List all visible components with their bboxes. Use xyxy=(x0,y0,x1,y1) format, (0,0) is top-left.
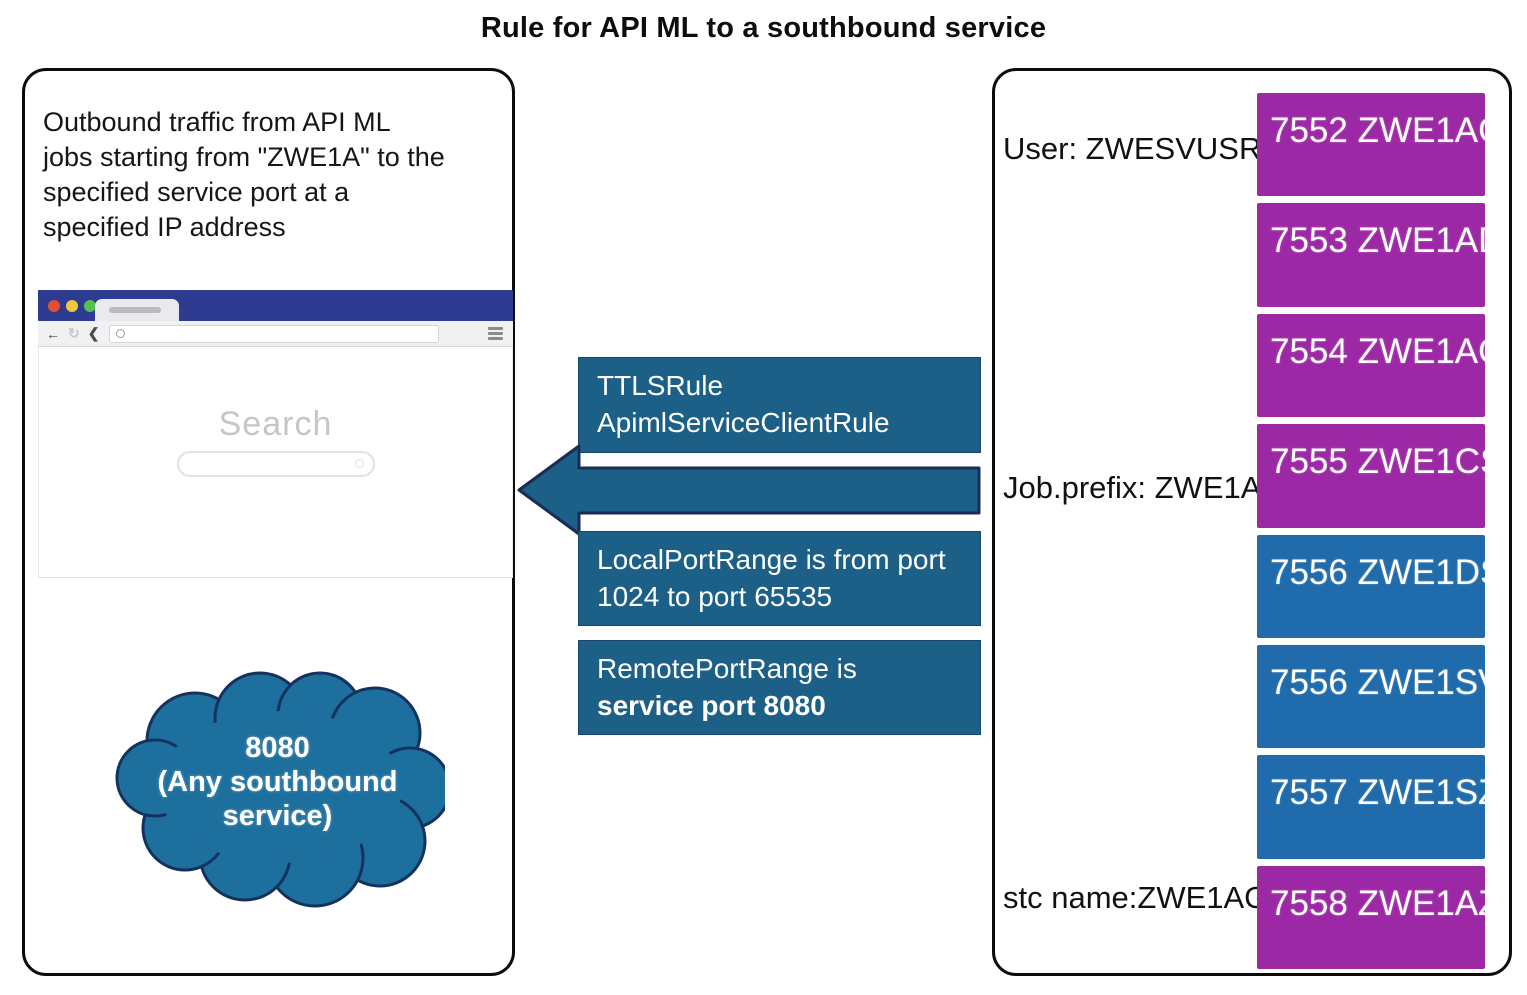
local-port-line: LocalPortRange is from port xyxy=(597,544,946,575)
search-icon xyxy=(116,329,126,338)
menu-icon[interactable] xyxy=(488,325,503,343)
outbound-traffic-description: Outbound traffic from API ML jobs starti… xyxy=(43,105,498,245)
reload-icon[interactable]: ❮ xyxy=(87,325,100,341)
user-label: User: ZWESVUSR xyxy=(1003,131,1262,166)
job-prefix-label: Job.prefix: ZWE1A xyxy=(1003,470,1262,505)
stc-name-label: stc name:ZWE1AG xyxy=(1003,880,1269,915)
search-page-title: Search xyxy=(218,405,333,443)
port-box: 7558 ZWE1AZ xyxy=(1257,865,1500,969)
port-box: 7557 ZWE1SZ xyxy=(1257,755,1500,859)
arrow-shape xyxy=(517,444,981,536)
remote-port-range-box: RemotePortRange is service port 8080 xyxy=(578,640,981,735)
back-icon[interactable]: ← xyxy=(46,325,60,342)
port-box: 7555 ZWE1CS xyxy=(1257,424,1503,528)
port-box: 7556 ZWE1SV xyxy=(1257,644,1502,749)
southbound-service-cloud: 8080 (Any southbound service) xyxy=(110,663,452,913)
description-line: Outbound traffic from API ML xyxy=(43,107,391,137)
cloud-shape xyxy=(115,671,452,908)
forward-icon[interactable]: ↻ xyxy=(68,325,80,341)
tab-title-placeholder xyxy=(109,307,161,313)
port-box: 7554 ZWE1AG xyxy=(1257,313,1505,418)
ttls-rule-box: TTLSRule ApimlServiceClientRule xyxy=(578,357,981,453)
port-box: 7553 ZWE1AD xyxy=(1257,203,1503,307)
apiml-rule-line: ApimlServiceClientRule xyxy=(597,407,890,438)
browser-tab[interactable] xyxy=(95,299,179,321)
cloud-service: (Any southbound service) xyxy=(157,766,398,832)
cloud-port: 8080 xyxy=(245,732,310,764)
left-panel: Outbound traffic from API ML jobs starti… xyxy=(22,68,515,976)
ttls-rule-line: TTLSRule xyxy=(597,370,724,401)
local-port-line2: 1024 to port 65535 xyxy=(597,581,833,612)
browser-mockup: ← ↻ ❮ Search xyxy=(38,290,513,578)
description-line: jobs starting from "ZWE1A" to the xyxy=(43,142,445,172)
remote-port-line: RemotePortRange is xyxy=(597,653,857,684)
magnifier-icon xyxy=(354,459,364,468)
browser-titlebar xyxy=(38,290,513,321)
description-line: specified service port at a xyxy=(43,177,350,207)
url-bar[interactable] xyxy=(109,324,440,343)
window-maximize-icon[interactable] xyxy=(84,300,96,312)
port-box: 7556 ZWE1DS xyxy=(1257,534,1503,638)
description-line: specified IP address xyxy=(43,212,286,242)
remote-port-line2: service port 8080 xyxy=(597,690,826,721)
browser-content: Search xyxy=(38,347,513,578)
cloud-label: 8080 (Any southbound service) xyxy=(110,731,445,833)
local-port-range-box: LocalPortRange is from port 1024 to port… xyxy=(578,531,981,626)
window-close-icon[interactable] xyxy=(48,300,60,312)
left-arrow xyxy=(515,441,982,539)
right-panel: User: ZWESVUSR Job.prefix: ZWE1A stc nam… xyxy=(992,68,1512,976)
page-title: Rule for API ML to a southbound service xyxy=(480,12,1047,44)
browser-toolbar: ← ↻ ❮ xyxy=(38,321,513,347)
search-input[interactable] xyxy=(176,451,375,477)
port-box: 7552 ZWE1AC xyxy=(1257,93,1503,197)
window-minimize-icon[interactable] xyxy=(66,300,78,312)
